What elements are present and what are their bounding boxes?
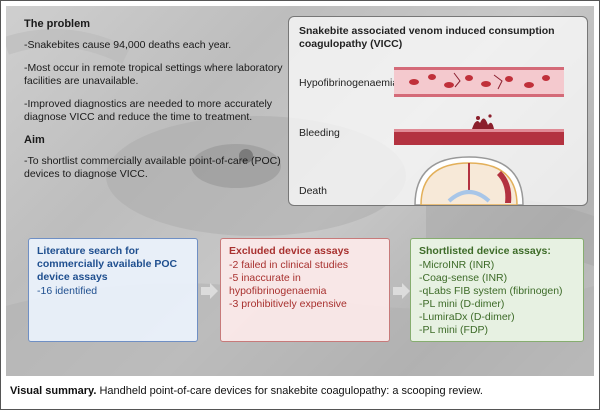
- aim-text: -To shortlist commercially available poi…: [24, 155, 281, 180]
- literature-search-detail: -16 identified: [37, 285, 98, 297]
- caption-bold: Visual summary.: [10, 385, 97, 397]
- caption-text: Handheld point-of-care devices for snake…: [96, 385, 483, 397]
- problem-point-2: -Most occur in remote tropical settings …: [24, 62, 283, 87]
- vicc-title: Snakebite associated venom induced consu…: [299, 25, 555, 50]
- problem-point-1: -Snakebites cause 94,000 deaths each yea…: [24, 39, 232, 51]
- problem-heading: The problem: [24, 18, 91, 30]
- shortlisted-item: -PL mini (FDP): [419, 324, 489, 336]
- excluded-item: -2 failed in clinical studies: [229, 259, 349, 271]
- shortlisted-item: -LumiraDx (D-dimer): [419, 311, 515, 323]
- arrow-right-icon: [393, 283, 410, 299]
- brain-haemorrhage-icon: [414, 156, 524, 205]
- visual-summary-panel: The problem -Snakebites cause 94,000 dea…: [6, 6, 594, 376]
- vicc-stage-hypofibrinogenaemia: Hypofibrinogenaemia: [299, 77, 399, 89]
- problem-section: The problem -Snakebites cause 94,000 dea…: [24, 18, 284, 191]
- literature-search-card: Literature search for commercially avail…: [28, 238, 198, 342]
- shortlisted-assays-title: Shortlisted device assays:: [419, 245, 551, 257]
- bleeding-vessel-icon: [394, 114, 564, 145]
- shortlisted-item: -Coag-sense (INR): [419, 272, 508, 284]
- figure-caption: Visual summary. Handheld point-of-care d…: [10, 385, 590, 397]
- vicc-box: Snakebite associated venom induced consu…: [288, 16, 588, 206]
- problem-point-3: -Improved diagnostics are needed to more…: [24, 98, 273, 123]
- shortlisted-item: -MicroINR (INR): [419, 259, 495, 271]
- excluded-item: -5 inaccurate in hypofibrinogenaemia: [229, 272, 327, 297]
- vicc-stage-death: Death: [299, 185, 328, 197]
- literature-search-title: Literature search for commercially avail…: [37, 245, 178, 283]
- arrow-right-icon: [201, 283, 218, 299]
- shortlisted-assays-card: Shortlisted device assays: -MicroINR (IN…: [410, 238, 584, 342]
- vicc-stage-bleeding: Bleeding: [299, 127, 340, 139]
- excluded-assays-card: Excluded device assays -2 failed in clin…: [220, 238, 390, 342]
- shortlisted-item: -qLabs FIB system (fibrinogen): [419, 285, 563, 297]
- blood-vessel-clots-icon: [394, 67, 564, 97]
- aim-heading: Aim: [24, 134, 45, 146]
- shortlisted-item: -PL mini (D-dimer): [419, 298, 505, 310]
- excluded-item: -3 prohibitively expensive: [229, 298, 347, 310]
- excluded-assays-title: Excluded device assays: [229, 245, 350, 257]
